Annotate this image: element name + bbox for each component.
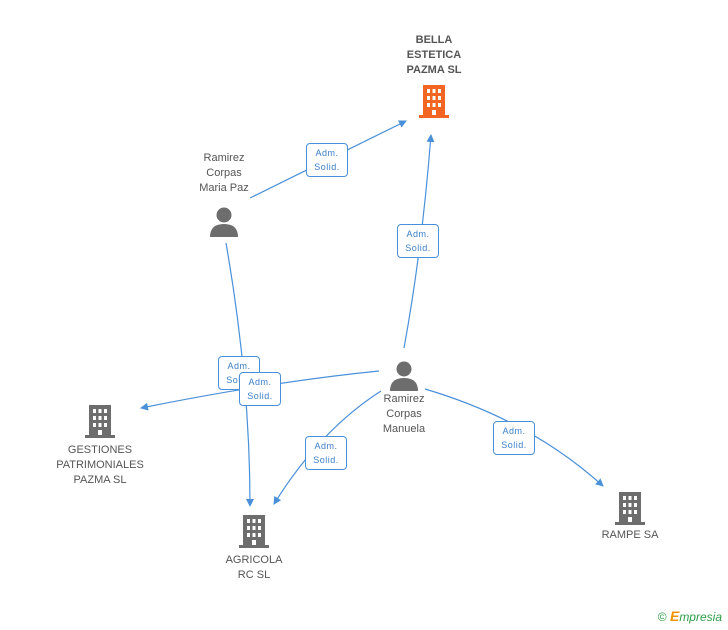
node-label-line: AGRICOLA — [225, 554, 283, 566]
node-label-line: Ramirez — [203, 152, 245, 164]
person-icon — [210, 207, 238, 237]
node-label-line: BELLA — [415, 34, 453, 46]
relation-role: Adm. — [315, 148, 339, 158]
relation-badge-maria-paz-bella[interactable]: Adm. Solid. — [306, 143, 348, 177]
node-label-line: RAMPE SA — [601, 529, 659, 541]
building-icon — [239, 515, 269, 548]
node-label-line: GESTIONES — [67, 444, 133, 456]
relation-role-suffix: Solid. — [219, 373, 259, 387]
node-bella-estetica-pazma[interactable]: BELLA ESTETICA PAZMA SL — [384, 33, 484, 119]
node-label-line: Corpas — [386, 408, 422, 420]
building-icon — [615, 492, 645, 525]
brand-initial: E — [669, 608, 680, 624]
node-label-line: RC SL — [237, 569, 271, 581]
node-gestiones-patrimoniales-pazma[interactable]: GESTIONES PATRIMONIALES PAZMA SL — [50, 403, 150, 488]
empresia-brand[interactable]: © Empresia — [658, 608, 722, 624]
node-label-line: Ramirez — [383, 393, 425, 405]
brand-name: mpresia — [679, 610, 722, 624]
node-label-line: ESTETICA — [406, 49, 462, 61]
node-label-line: Corpas — [206, 167, 242, 179]
relation-role: Adm. — [227, 361, 251, 371]
node-ramirez-corpas-maria-paz[interactable]: Ramirez Corpas Maria Paz — [186, 151, 262, 238]
relation-role-suffix: Solid. — [313, 455, 339, 465]
building-icon — [419, 85, 449, 118]
relation-role-suffix: Solid. — [247, 391, 273, 401]
relation-role-suffix: Solid. — [405, 243, 431, 253]
node-label-line: PAZMA SL — [73, 474, 127, 486]
node-label-line: Maria Paz — [199, 182, 249, 194]
relation-badge-manuela-gestiones[interactable]: Adm. Solid. — [239, 372, 281, 406]
relation-badge-manuela-rampe[interactable]: Adm. Solid. — [493, 421, 535, 455]
relation-role: Adm. — [406, 229, 430, 239]
relation-badge-manuela-agricola[interactable]: Adm. Solid. — [305, 436, 347, 470]
person-icon — [390, 361, 418, 391]
relation-role-suffix: Solid. — [501, 440, 527, 450]
node-label-line: Manuela — [382, 423, 426, 435]
relation-role-suffix: Solid. — [314, 162, 340, 172]
node-agricola-rc[interactable]: AGRICOLA RC SL — [214, 513, 294, 583]
relation-role: Adm. — [502, 426, 526, 436]
node-label-line: PAZMA SL — [406, 64, 462, 76]
relation-badge-manuela-bella[interactable]: Adm. Solid. — [397, 224, 439, 258]
node-rampe[interactable]: RAMPE SA — [590, 490, 670, 543]
node-label-line: PATRIMONIALES — [56, 459, 144, 471]
relation-role: Adm. — [314, 441, 338, 451]
node-ramirez-corpas-manuela[interactable]: Ramirez Corpas Manuela — [364, 360, 444, 437]
building-icon — [85, 405, 115, 438]
copyright-symbol: © — [657, 610, 667, 624]
relation-role: Adm. — [248, 377, 272, 387]
